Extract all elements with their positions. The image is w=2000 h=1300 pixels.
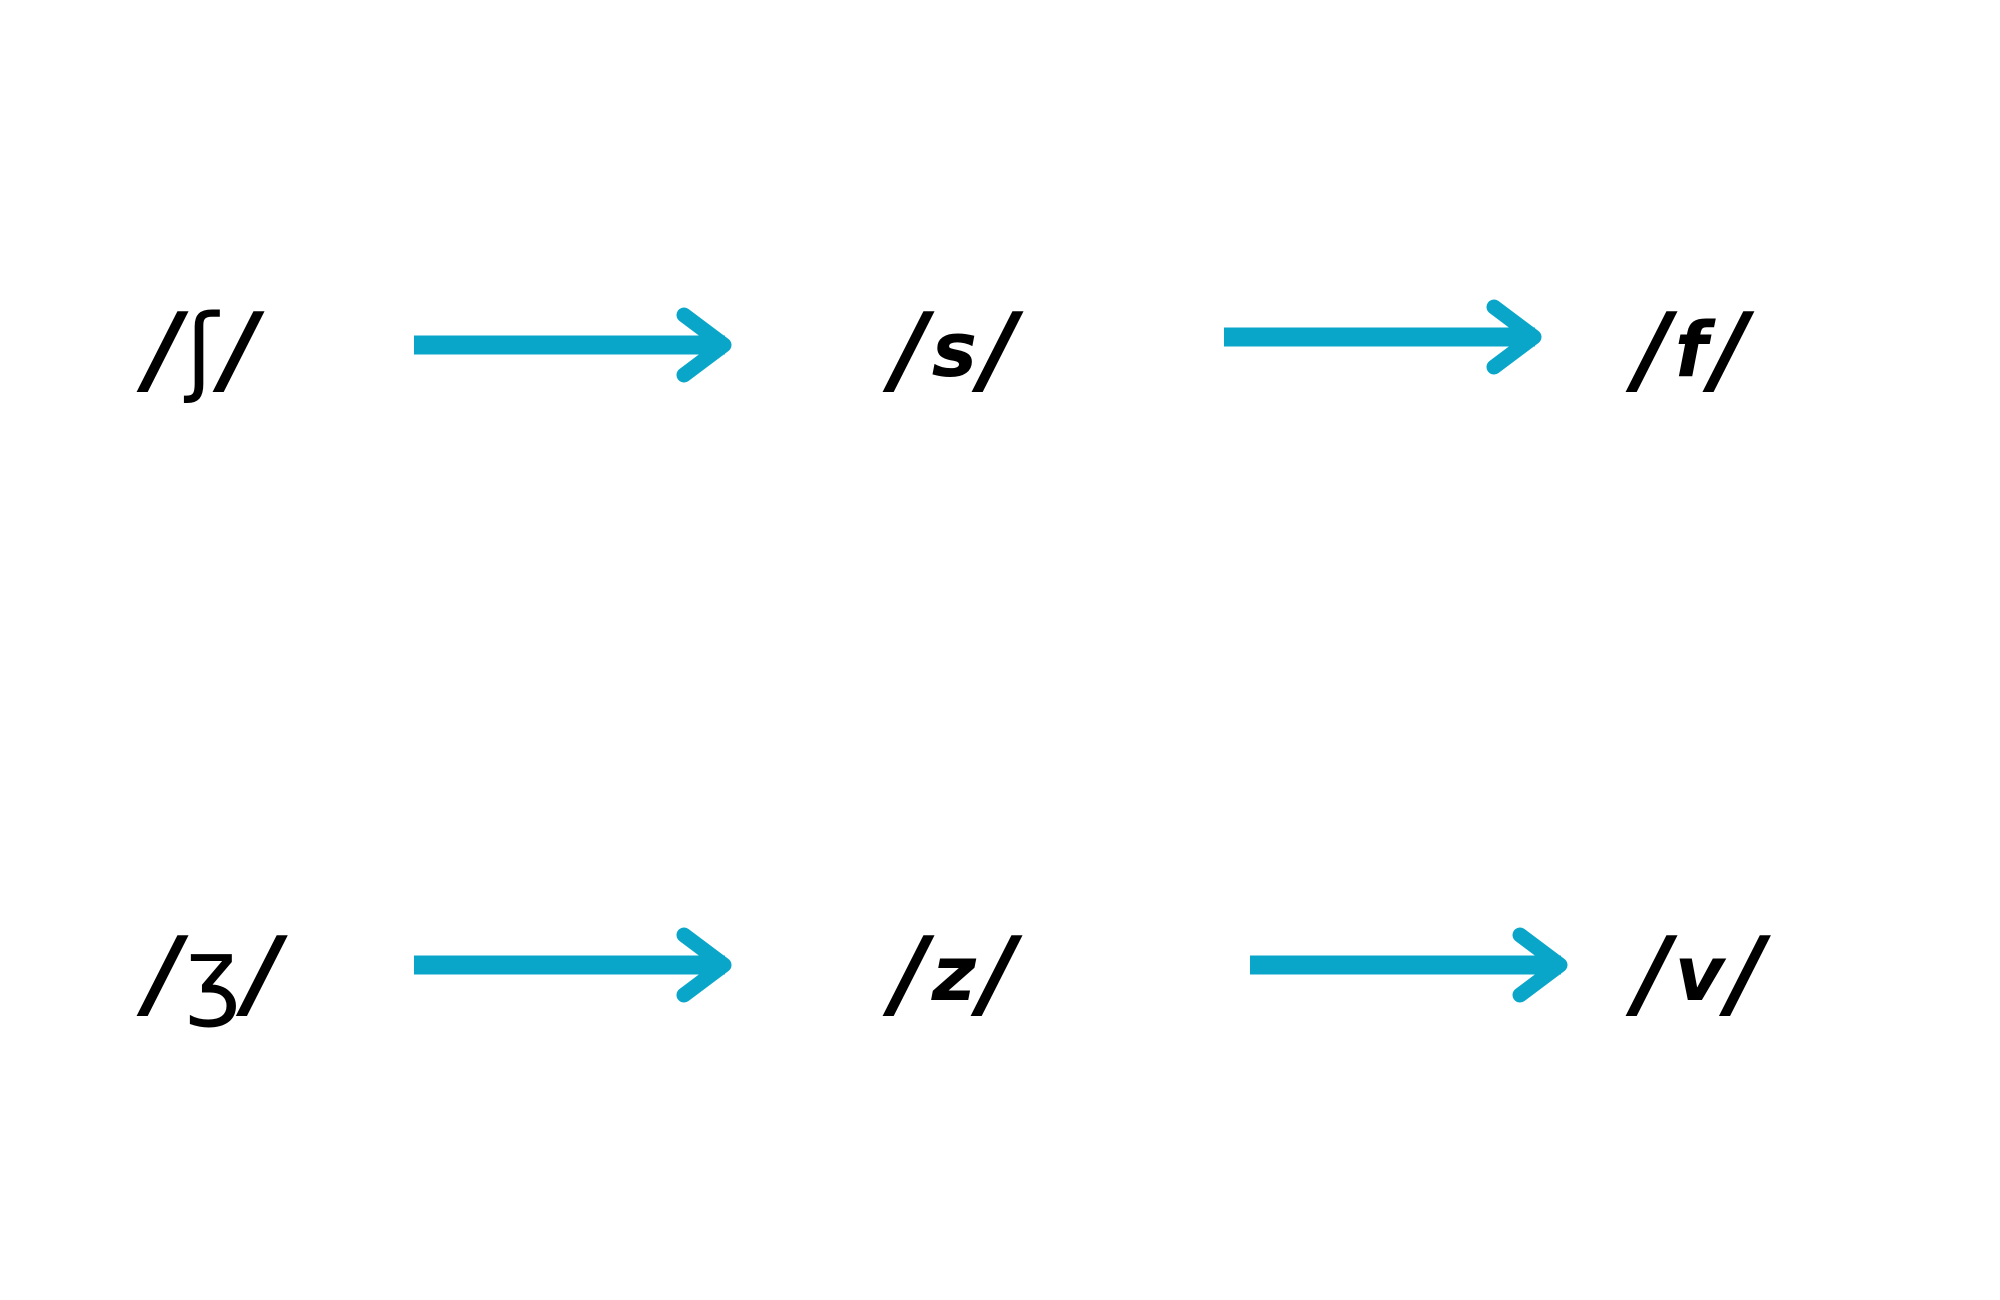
slash-left: / [146,292,182,407]
arrow-right-icon [1250,927,1568,1003]
slash-right: / [980,916,1016,1031]
slash-right: / [1728,916,1765,1031]
slash-right: / [1711,292,1748,407]
phoneme-zh: / ʒ / [146,916,281,1031]
slash-left: / [1635,292,1671,407]
phoneme-symbol: f [1674,304,1708,394]
arrow-right-icon [1224,299,1542,375]
arrow-right-icon [414,307,732,383]
phoneme-s: / s / [892,292,1017,407]
phoneme-v: / v / [1635,916,1764,1031]
slash-left: / [892,916,928,1031]
slash-right: / [981,292,1017,407]
phoneme-f: / f / [1635,292,1748,407]
phoneme-symbol: s [931,304,978,394]
slash-right: / [245,916,282,1031]
phoneme-z: / z / [892,916,1016,1031]
phoneme-sh: / ʃ / [146,292,258,407]
phoneme-symbol: ʒ [185,917,242,1030]
phoneme-symbol: z [931,928,977,1018]
slash-left: / [1635,916,1671,1031]
slash-right: / [222,292,258,407]
slash-left: / [892,292,928,407]
phoneme-symbol: v [1674,928,1725,1018]
phoneme-symbol: ʃ [185,293,219,406]
arrow-right-icon [414,927,732,1003]
slash-left: / [146,916,182,1031]
